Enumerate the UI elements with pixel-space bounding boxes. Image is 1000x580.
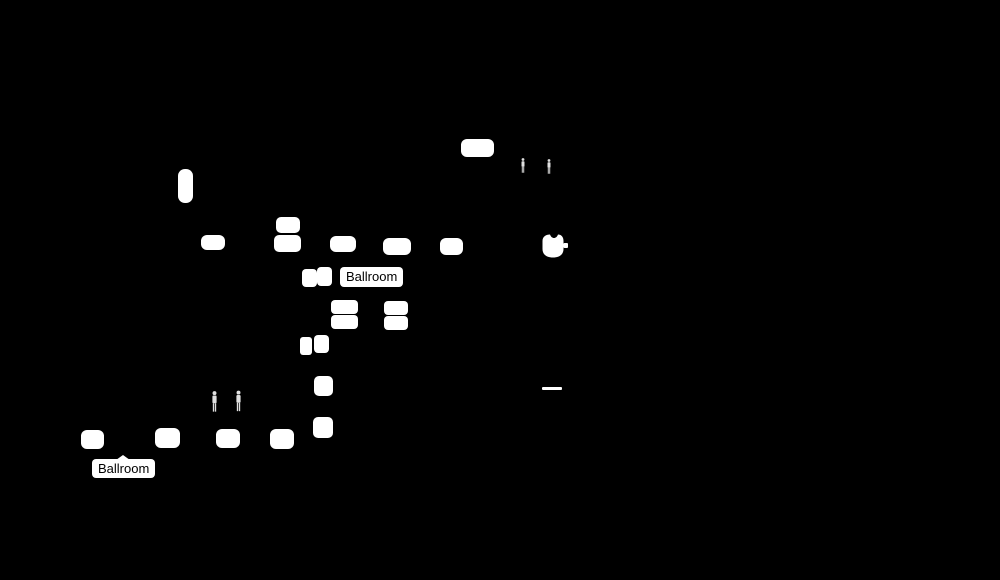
armchair-icon[interactable]: [541, 233, 568, 259]
table[interactable]: [155, 428, 180, 448]
table-square[interactable]: [313, 417, 333, 438]
table[interactable]: [276, 217, 300, 233]
person-icon[interactable]: [520, 158, 526, 173]
table-square[interactable]: [314, 376, 333, 396]
person-icon[interactable]: [235, 390, 242, 412]
table[interactable]: [461, 139, 494, 157]
chair[interactable]: [302, 269, 317, 287]
room-label-ballroom-1[interactable]: Ballroom: [340, 267, 404, 287]
table[interactable]: [384, 316, 408, 330]
table[interactable]: [216, 429, 240, 448]
person-icon[interactable]: [546, 159, 552, 174]
chair[interactable]: [317, 267, 332, 286]
bench-icon[interactable]: [542, 387, 562, 390]
table[interactable]: [331, 300, 358, 314]
table[interactable]: [384, 301, 408, 315]
person-icon[interactable]: [211, 391, 218, 412]
chair[interactable]: [300, 337, 312, 355]
table[interactable]: [330, 236, 356, 252]
room-label-ballroom-2[interactable]: Ballroom: [92, 455, 156, 478]
table[interactable]: [331, 315, 358, 329]
table[interactable]: [81, 430, 104, 449]
table[interactable]: [201, 235, 225, 250]
table-vertical[interactable]: [178, 169, 193, 203]
table[interactable]: [274, 235, 301, 252]
chair[interactable]: [314, 335, 329, 353]
table[interactable]: [440, 238, 463, 255]
table[interactable]: [270, 429, 294, 449]
table[interactable]: [383, 238, 411, 255]
